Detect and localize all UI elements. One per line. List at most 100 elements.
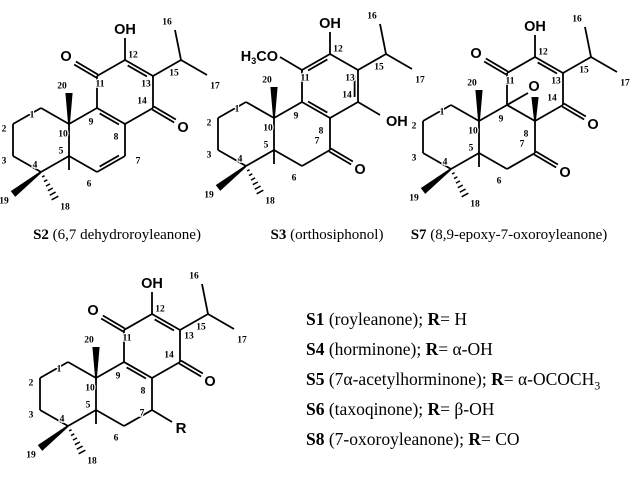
bond-line xyxy=(506,92,529,106)
bond-line xyxy=(51,195,59,201)
bond-line xyxy=(217,149,247,167)
atom-number-label: 14 xyxy=(547,94,557,104)
atom-number-label: 1 xyxy=(30,111,35,121)
atom-number-label: 2 xyxy=(29,379,34,389)
bond-line xyxy=(457,184,464,189)
atom-number-label: 6 xyxy=(114,434,119,444)
bond-line xyxy=(123,361,153,379)
bond-line xyxy=(459,188,466,193)
atom-number-label: 9 xyxy=(294,112,299,122)
atom-label: OH xyxy=(141,276,163,292)
atom-number-label: 1 xyxy=(57,365,62,375)
atom-label: O xyxy=(87,303,98,319)
bond-line xyxy=(273,149,303,167)
atom-label: OH xyxy=(524,19,546,35)
compound-name: (7α-acetylhorminone); xyxy=(324,369,492,389)
atom-label: O xyxy=(587,117,598,133)
legend: S1 (royleanone); R= H S4 (horminone); R=… xyxy=(306,308,600,458)
atom-number-label: 9 xyxy=(499,115,504,125)
compound-id: S2 xyxy=(33,227,49,243)
bond-line xyxy=(180,359,204,375)
atom-number-label: 10 xyxy=(263,124,273,134)
bond-line xyxy=(99,112,120,126)
atom-number-label: 19 xyxy=(0,197,9,207)
atom-number-label: 10 xyxy=(468,127,478,137)
atom-number-label: 8 xyxy=(319,127,324,137)
atom-number-label: 5 xyxy=(264,141,269,151)
atom-number-label: 14 xyxy=(342,91,352,101)
atom-number-label: 15 xyxy=(579,66,589,76)
bond-line xyxy=(590,56,618,73)
bond-line xyxy=(256,189,264,195)
bond-line xyxy=(279,56,303,71)
compound-name: (6,7 dehydroroyleanone) xyxy=(48,227,201,243)
legend-line-s4: S4 (horminone); R= α-OH xyxy=(306,338,600,368)
bond-line xyxy=(301,53,331,71)
bond-line xyxy=(68,429,72,432)
bond-line xyxy=(73,63,97,79)
atom-number-label: 14 xyxy=(164,351,174,361)
bond-line xyxy=(534,104,564,122)
bond-line xyxy=(451,172,455,175)
atom-number-label: 15 xyxy=(169,69,179,79)
compound-id: S3 xyxy=(270,227,287,243)
atom-number-label: 13 xyxy=(345,74,355,84)
atom-number-label: 7 xyxy=(315,137,320,147)
atom-number-label: 15 xyxy=(374,63,384,73)
bond-line xyxy=(126,366,147,380)
atom-number-label: 4 xyxy=(443,158,448,168)
atom-number-label: 7 xyxy=(520,140,525,150)
bond-line xyxy=(450,152,480,170)
bond-line xyxy=(329,101,359,119)
bond-line xyxy=(95,361,125,379)
bond-line xyxy=(102,314,126,330)
bond-line xyxy=(506,152,536,170)
bond-line xyxy=(453,176,458,180)
atom-number-label: 19 xyxy=(409,194,419,204)
bond-line xyxy=(180,59,208,76)
bond-line xyxy=(563,102,587,118)
atom-number-label: 20 xyxy=(467,79,477,89)
atom-number-label: 13 xyxy=(184,332,194,342)
atom-number-label: 3 xyxy=(29,411,34,421)
compound-name: (orthosiphonol) xyxy=(286,227,384,243)
bond-line xyxy=(151,409,173,423)
compound-name: (royleanone); xyxy=(324,309,428,329)
compound-name: (8,9-epoxy-7-oxoroyleanone) xyxy=(426,227,608,243)
atom-label: O xyxy=(470,46,481,62)
bond-line xyxy=(534,56,564,74)
bond-line xyxy=(151,361,181,379)
atom-label: OH xyxy=(319,16,341,32)
bond-line xyxy=(246,169,250,172)
bond-line xyxy=(201,283,209,315)
atom-number-label: 19 xyxy=(26,451,36,461)
bond-line xyxy=(485,57,509,73)
atom-label: O xyxy=(354,162,365,178)
bond-line xyxy=(76,445,83,450)
atom-number-label: 17 xyxy=(620,79,630,89)
atom-number-label: 4 xyxy=(238,155,243,165)
bond-line xyxy=(562,56,592,74)
atom-number-label: 2 xyxy=(2,125,7,135)
bond-line xyxy=(12,155,42,173)
atom-number-label: 1 xyxy=(440,108,445,118)
bond-line xyxy=(123,409,153,427)
bond-line xyxy=(478,152,508,170)
atom-label: O xyxy=(559,165,570,181)
atom-number-label: 17 xyxy=(210,82,220,92)
bond-line xyxy=(422,104,452,122)
caption-s2: S2 (6,7 dehydroroyleanone) xyxy=(2,227,232,244)
bond-line xyxy=(75,60,99,76)
atom-label: R xyxy=(176,420,187,437)
wedge-bond xyxy=(92,347,100,378)
wedge-bond xyxy=(37,425,69,451)
atom-number-label: 4 xyxy=(60,415,65,425)
bond-line xyxy=(301,101,331,119)
bond-line xyxy=(584,26,592,58)
compound-id: S8 xyxy=(306,429,325,449)
atom-number-label: 12 xyxy=(155,305,165,315)
bond-line xyxy=(307,58,328,72)
bond-line xyxy=(47,187,54,192)
bond-line xyxy=(45,183,51,187)
compound-name: (taxoqinone); xyxy=(324,399,428,419)
